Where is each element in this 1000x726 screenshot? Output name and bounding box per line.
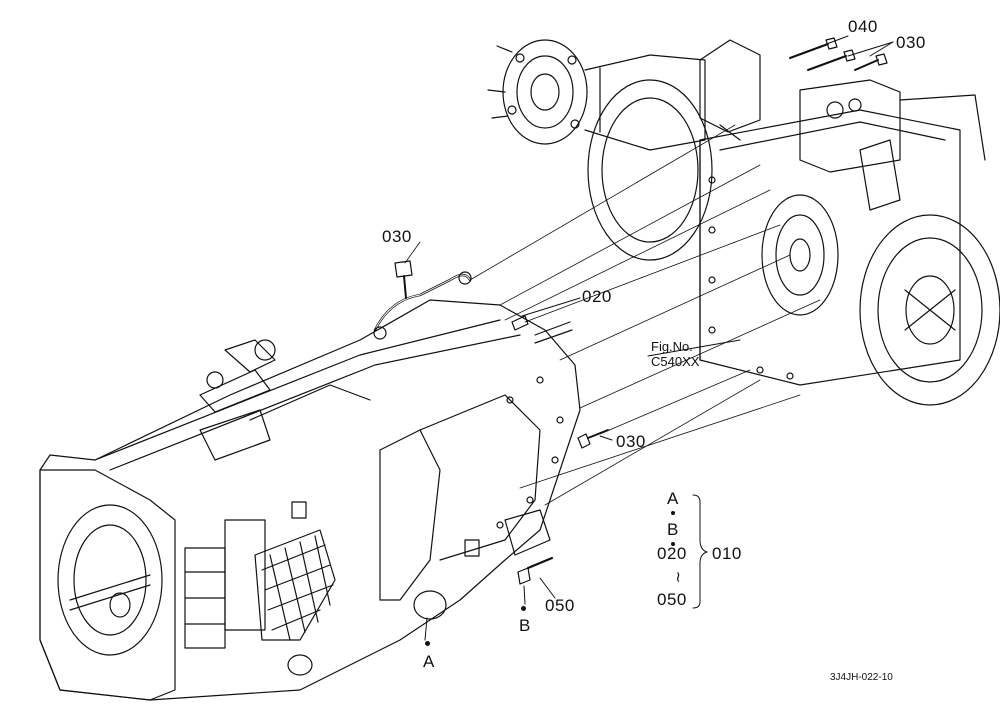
transmission-case <box>39 271 581 701</box>
legend-dot-b <box>671 542 675 546</box>
legend-dot-a <box>671 511 675 515</box>
callout-030-top: 030 <box>896 33 926 52</box>
legend-range-end: 050 <box>657 590 687 609</box>
rear-axle-housing <box>487 39 1000 406</box>
legend-item-a: A <box>667 489 679 508</box>
legend-item-b: B <box>667 520 679 539</box>
alignment-lines <box>404 124 821 506</box>
leader-lines <box>424 35 894 641</box>
figure-reference-label: Fig.No. <box>651 339 693 354</box>
point-b-label: B <box>519 616 531 635</box>
legend-range-tilde-icon: ~ <box>669 570 688 584</box>
callout-040: 040 <box>848 17 878 36</box>
figure-reference: Fig.No. C540XX <box>651 339 700 370</box>
callout-020: 020 <box>582 287 612 306</box>
point-a-dot <box>425 641 430 646</box>
legend-range-start: 020 <box>657 544 687 563</box>
callout-050: 050 <box>545 596 575 615</box>
callout-030-mid: 030 <box>616 432 646 451</box>
point-a-label: A <box>423 652 435 671</box>
legend-assembly-number: 010 <box>712 544 742 563</box>
point-b-dot <box>521 606 526 611</box>
callout-030-left: 030 <box>382 227 412 246</box>
drawing-code: 3J4JH-022-10 <box>830 672 893 683</box>
figure-reference-number: C540XX <box>651 353 700 369</box>
